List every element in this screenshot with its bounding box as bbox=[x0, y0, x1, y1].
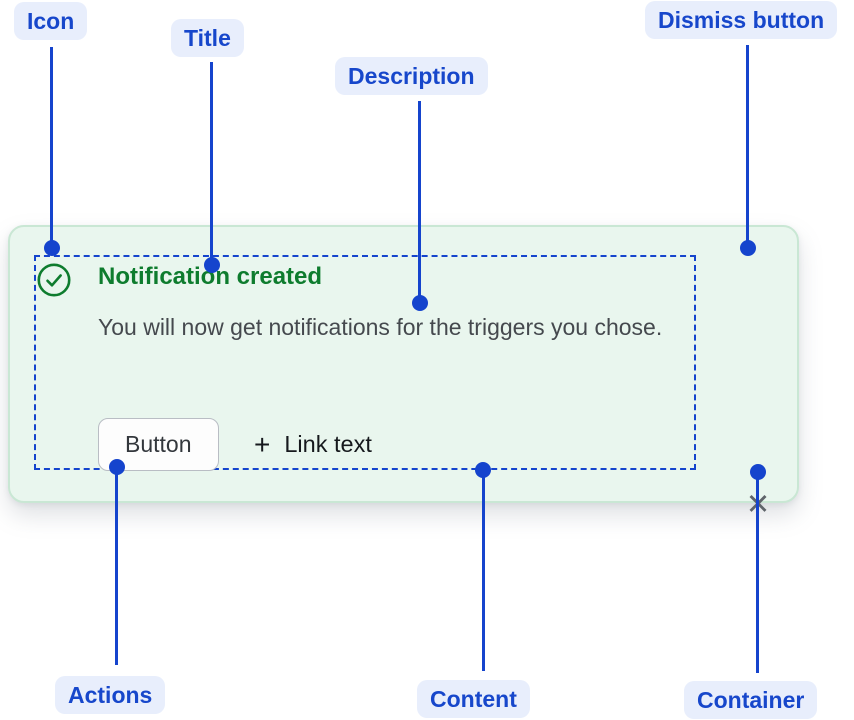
callout-label-dismiss-button: Dismiss button bbox=[645, 1, 838, 39]
callout-label-title: Title bbox=[171, 19, 244, 57]
callout-line-container bbox=[756, 472, 759, 673]
check-circle-icon bbox=[37, 263, 71, 297]
callout-line-actions bbox=[115, 467, 118, 665]
callout-dot-dismiss bbox=[740, 240, 756, 256]
callout-line-title bbox=[210, 62, 213, 265]
callout-dot-container bbox=[750, 464, 766, 480]
callout-label-container: Container bbox=[684, 681, 818, 719]
callout-dot-description bbox=[412, 295, 428, 311]
callout-dot-actions bbox=[109, 459, 125, 475]
notification-description: You will now get notifications for the t… bbox=[98, 314, 663, 340]
callout-dot-icon bbox=[44, 240, 60, 256]
link-text: Link text bbox=[284, 431, 372, 457]
callout-label-description: Description bbox=[335, 57, 488, 95]
action-button-label: Button bbox=[125, 431, 192, 457]
content-area-outline bbox=[34, 255, 696, 470]
notification-container: Notification created You will now get no… bbox=[8, 225, 799, 521]
callout-line-description bbox=[418, 101, 421, 303]
link-action[interactable]: + Link text bbox=[254, 418, 372, 471]
callout-label-content: Content bbox=[417, 680, 530, 718]
callout-line-dismiss bbox=[746, 45, 749, 248]
callout-label-icon: Icon bbox=[14, 2, 88, 40]
callout-label-actions: Actions bbox=[55, 676, 166, 714]
plus-icon: + bbox=[254, 428, 271, 460]
callout-line-content bbox=[482, 470, 485, 671]
callout-dot-title bbox=[204, 257, 220, 273]
callout-dot-content bbox=[475, 462, 491, 478]
callout-line-icon bbox=[50, 47, 53, 248]
